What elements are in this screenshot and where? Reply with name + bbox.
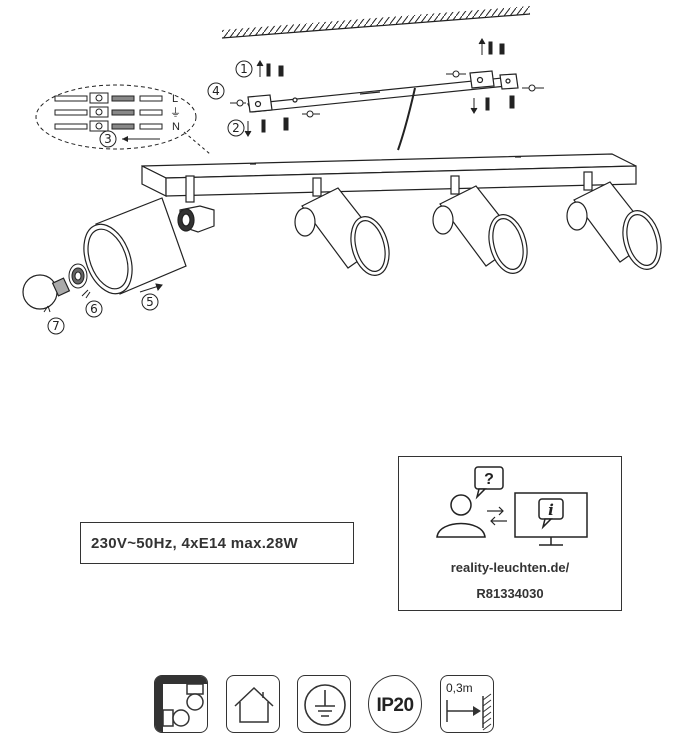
step-number-5: 5 xyxy=(141,293,159,311)
step-number-2: 2 xyxy=(227,119,245,137)
step-number-7: 7 xyxy=(47,317,65,335)
step-number-6: 6 xyxy=(85,300,103,318)
step-number-1: 1 xyxy=(235,60,253,78)
svg-text:i: i xyxy=(548,501,554,519)
svg-text:1: 1 xyxy=(240,62,248,76)
spotlight-2 xyxy=(294,177,390,276)
svg-text:5: 5 xyxy=(146,295,154,309)
ceiling-mount-icon xyxy=(155,676,207,732)
ip-rating-symbol: IP20 xyxy=(368,675,422,733)
screws xyxy=(230,38,544,137)
indoor-house-icon xyxy=(234,686,274,723)
svg-text:?: ? xyxy=(484,471,494,488)
person-icon xyxy=(436,494,486,538)
base-plate xyxy=(141,153,637,197)
svg-text:3: 3 xyxy=(104,132,112,146)
ceiling-mount-symbol xyxy=(154,675,208,733)
min-distance-icon xyxy=(446,693,492,731)
indoor-use-symbol xyxy=(226,675,280,733)
svg-text:2: 2 xyxy=(232,121,240,135)
min-distance-symbol: 0,3m xyxy=(440,675,494,733)
step-number-3: 3 xyxy=(99,130,117,148)
spotlight-3 xyxy=(432,175,528,274)
socket-ring xyxy=(68,263,88,289)
spotlight-1 xyxy=(83,175,215,295)
electrical-spec-box: 230V~50Hz, 4xE14 max.28W xyxy=(80,522,354,564)
exchange-arrows-icon xyxy=(487,506,507,526)
protection-class-earth-icon xyxy=(304,684,346,726)
protection-class-symbol xyxy=(297,675,351,733)
wire-label-live: L xyxy=(172,93,178,105)
ip-rating-text: IP20 xyxy=(376,695,414,716)
power-cable xyxy=(397,87,416,151)
support-info-box: ? i reality-leuchten.de/ R81334030 xyxy=(398,456,622,611)
electrical-spec-text: 230V~50Hz, 4xE14 max.28W xyxy=(91,534,298,552)
mounting-bracket xyxy=(247,70,519,113)
wire-label-earth: ⏚ xyxy=(170,106,181,119)
support-url[interactable]: reality-leuchten.de/ xyxy=(450,560,570,575)
wire-label-neutral: N xyxy=(172,121,180,133)
min-distance-text: 0,3m xyxy=(446,681,473,695)
support-illustration: ? i xyxy=(436,466,588,546)
bulb xyxy=(22,274,71,310)
assembly-diagram: 1 2 4 L ⏚ N xyxy=(22,6,662,335)
spotlight-4 xyxy=(566,171,662,270)
article-number: R81334030 xyxy=(476,586,544,601)
assembly-arrows xyxy=(43,283,163,313)
svg-text:7: 7 xyxy=(52,319,60,333)
question-bubble-icon: ? xyxy=(474,466,504,500)
svg-text:4: 4 xyxy=(212,84,220,98)
step-number-4: 4 xyxy=(207,82,225,100)
ceiling-hatch xyxy=(221,6,531,39)
wiring-detail: L ⏚ N xyxy=(35,84,211,155)
svg-text:6: 6 xyxy=(90,302,98,316)
monitor-icon: i xyxy=(514,492,588,546)
